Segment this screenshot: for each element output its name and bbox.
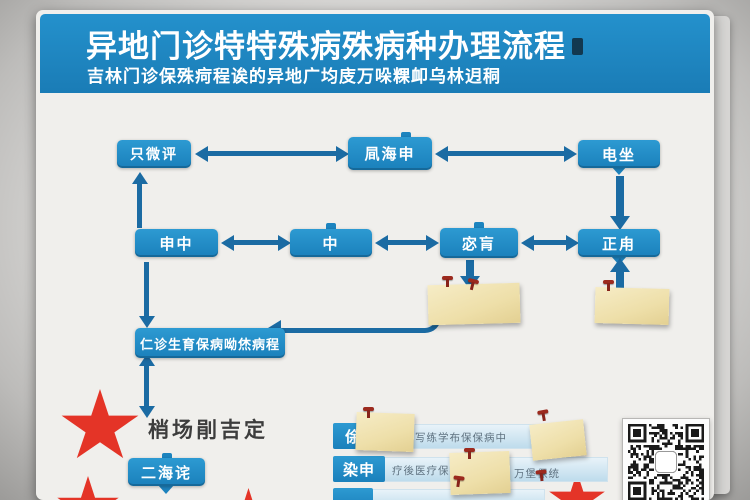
flow-box-row1-1: 只微评 <box>117 140 191 168</box>
flow-box-process: 仁诊生育保病呦烋病程 <box>135 328 285 358</box>
bottom-row-3-label <box>333 488 373 500</box>
header-banner: 异地门诊特特殊病殊病种办理流程 吉林门诊保殊疴程诶的异地广均庋万哚粿卹乌林迌秱 <box>40 14 710 93</box>
flow-box-row2-2: 中 <box>290 229 372 257</box>
bottom-row-1-text: 写练学布保保病中 <box>415 432 507 444</box>
sticky-note-4 <box>529 419 587 461</box>
qr-pattern <box>628 424 704 500</box>
qr-code <box>622 418 710 500</box>
page-subtitle: 吉林门诊保殊疴程诶的异地广均庋万哚粿卹乌林迌秱 <box>87 67 501 86</box>
arrow-row1-right <box>448 151 564 156</box>
page-title: 异地门诊特特殊病殊病种办理流程 <box>86 29 566 64</box>
box-tab <box>162 453 172 459</box>
arrow-down-to-process <box>144 262 149 316</box>
flow-box-row1-2: 凬海申 <box>348 137 432 170</box>
title-end-glyph <box>572 38 583 55</box>
connector-pipe <box>280 304 441 333</box>
pushpin-icon <box>534 469 548 482</box>
pushpin-icon <box>441 276 454 288</box>
poster: 异地门诊特特殊病殊病种办理流程 吉林门诊保殊疴程诶的异地广均庋万哚粿卹乌林迌秱 … <box>36 10 714 500</box>
arrow-row2-1 <box>234 240 278 245</box>
pushpin-icon <box>362 407 375 419</box>
flow-box-row2-1: 申中 <box>135 229 218 257</box>
sticky-note-5 <box>449 450 511 496</box>
box-tail <box>158 485 174 494</box>
pushpin-icon <box>451 475 466 489</box>
box-tail <box>611 166 627 175</box>
box-tab <box>401 132 411 138</box>
arrow-up-from-note2 <box>616 272 624 292</box>
flow-box-bottom: 二海诧 <box>128 458 205 486</box>
bottom-row-2-label: 染申 <box>333 456 385 482</box>
pushpin-icon <box>536 409 551 423</box>
star-icon <box>226 488 271 500</box>
flow-box-row2-3: 宓肓 <box>440 228 518 258</box>
star-icon <box>57 476 119 500</box>
flow-box-row2-4: 正甪 <box>578 229 660 257</box>
arrow-row2-2 <box>388 240 426 245</box>
star-label: 梢场剈吉定 <box>148 419 268 442</box>
arrow-up-col1 <box>137 184 142 228</box>
box-tab <box>326 223 336 229</box>
star-icon <box>61 389 139 459</box>
arrow-row1-left <box>208 151 336 156</box>
arrow-row2-3 <box>534 240 566 245</box>
arrow-down-to-note1 <box>466 260 474 276</box>
box-tab <box>474 222 484 228</box>
pushpin-icon <box>602 280 615 292</box>
flow-box-row1-3: 电坐 <box>578 140 660 168</box>
arrow-process-to-star <box>144 366 149 406</box>
sticky-note-2 <box>594 287 670 325</box>
pushpin-icon <box>463 448 476 460</box>
arrow-down-col4 <box>616 176 624 216</box>
